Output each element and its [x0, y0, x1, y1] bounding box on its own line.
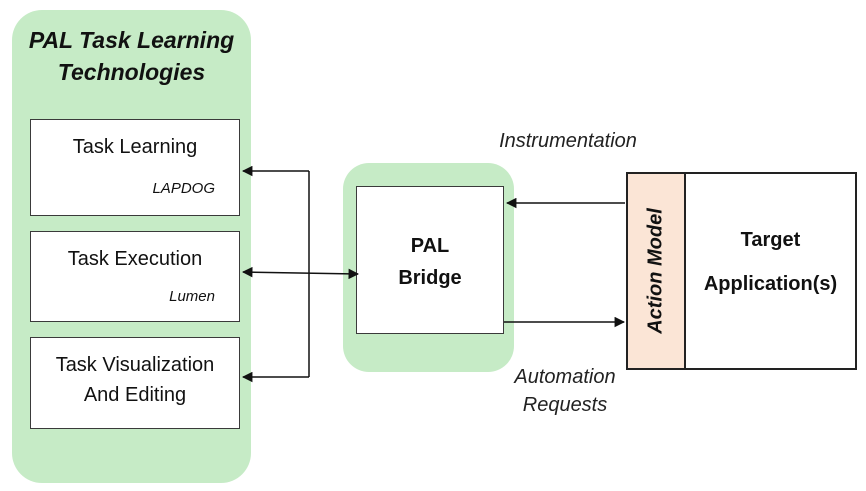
- automation-line1: Automation: [514, 366, 616, 388]
- lumen-label: Lumen: [169, 288, 215, 305]
- automation-requests-label: Automation Requests: [490, 363, 640, 419]
- panel-title-line1: PAL Task Learning: [28, 27, 235, 53]
- automation-line2: Requests: [522, 394, 608, 416]
- task-learning-title: Task Learning: [72, 136, 198, 158]
- target-application-box: Target Application(s): [684, 172, 857, 370]
- pal-bridge-line2: Bridge: [398, 267, 462, 289]
- panel-title-line2: Technologies: [57, 59, 206, 85]
- panel-title: PAL Task Learning Technologies: [12, 24, 251, 88]
- lapdog-label: LAPDOG: [152, 180, 215, 197]
- arrow-execution-bridge: [241, 266, 360, 280]
- task-learning-box: Task Learning LAPDOG: [30, 119, 240, 216]
- target-line2: Application(s): [703, 273, 838, 295]
- instrumentation-label: Instrumentation: [499, 130, 637, 152]
- action-model-box: Action Model: [626, 172, 686, 370]
- pal-bridge-box: PAL Bridge: [356, 186, 504, 334]
- pal-bridge-line1: PAL: [410, 235, 450, 257]
- task-visualization-box: Task Visualization And Editing: [30, 337, 240, 429]
- task-visualization-title-line1: Task Visualization: [55, 354, 215, 376]
- task-execution-title: Task Execution: [67, 248, 203, 270]
- task-visualization-title-line2: And Editing: [83, 384, 187, 406]
- target-line1: Target: [740, 229, 801, 251]
- task-execution-box: Task Execution Lumen: [30, 231, 240, 322]
